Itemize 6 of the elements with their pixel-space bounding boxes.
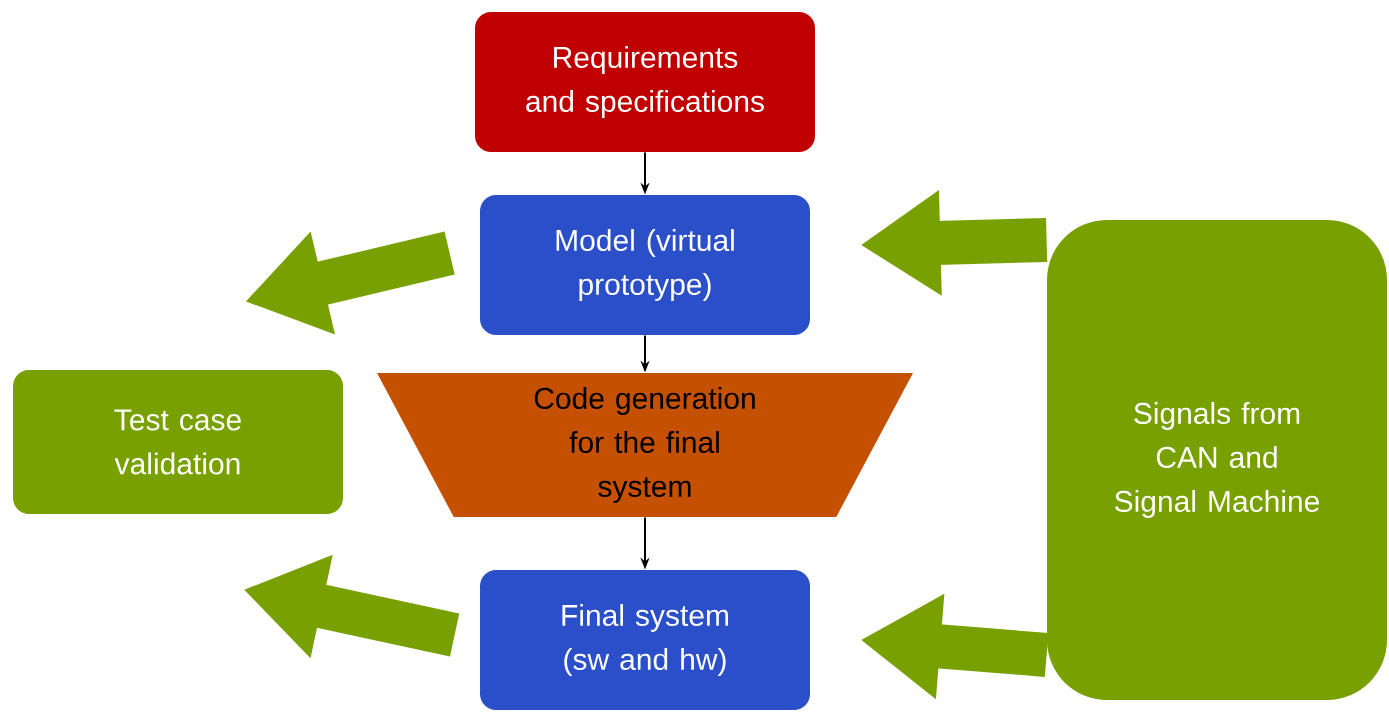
process-box: Final system (sw and hw) bbox=[480, 570, 810, 710]
result-box: Test case validation bbox=[13, 370, 343, 514]
process-trapezoid: Code generation for the final system bbox=[377, 373, 913, 517]
input-box: Signals from CAN and Signal Machine bbox=[1047, 220, 1387, 700]
requirements-box: Requirements and specifications bbox=[475, 12, 815, 152]
process-box: Model (virtual prototype) bbox=[480, 195, 810, 335]
